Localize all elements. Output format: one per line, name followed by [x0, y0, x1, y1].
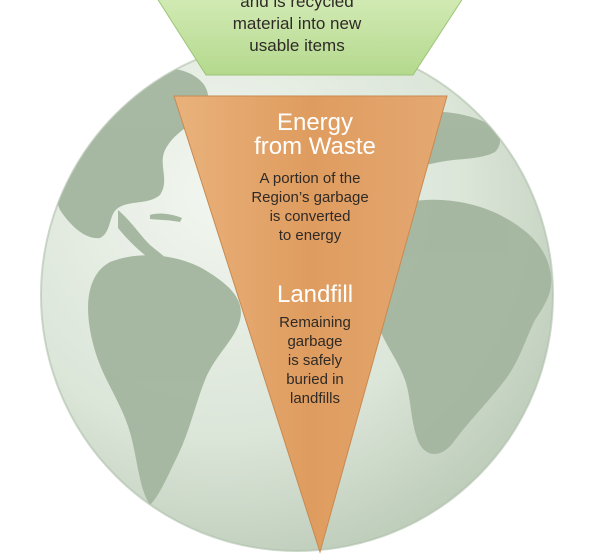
- efw-title-line1: Energy: [276, 109, 354, 136]
- south-america-landmass: [88, 255, 241, 505]
- landfill-title: Landfill: [276, 281, 354, 308]
- recycling-description: and is recycled material into new usable…: [172, 0, 422, 57]
- recycling-line: and is recycled: [240, 0, 354, 11]
- recycling-line: material into new: [232, 14, 362, 33]
- energy-from-waste-title: Energy from Waste: [190, 111, 440, 159]
- efw-desc-line: to energy: [278, 227, 342, 244]
- caribbean-islands: [150, 213, 182, 222]
- landfill-description: Remaining garbage is safely buried in la…: [205, 313, 425, 408]
- efw-title-line2: from Waste: [254, 133, 376, 160]
- landfill-desc-line: is safely: [287, 352, 343, 369]
- efw-desc-line: A portion of the: [259, 170, 361, 187]
- efw-desc-line: Region’s garbage: [251, 189, 369, 206]
- efw-desc-line: is converted: [269, 208, 351, 225]
- central-america-landmass: [118, 210, 172, 267]
- energy-landfill-funnel: [173, 95, 448, 554]
- landfill-desc-line: landfills: [289, 390, 341, 407]
- energy-from-waste-description: A portion of the Region’s garbage is con…: [195, 169, 425, 245]
- landfill-desc-line: garbage: [287, 333, 343, 350]
- recycling-line: usable items: [249, 36, 345, 55]
- recycling-tier: [157, 0, 463, 76]
- africa-landmass: [371, 199, 552, 455]
- madagascar-landmass: [536, 394, 550, 429]
- landfill-desc-line: buried in: [286, 371, 344, 388]
- landfill-desc-line: Remaining: [279, 314, 351, 331]
